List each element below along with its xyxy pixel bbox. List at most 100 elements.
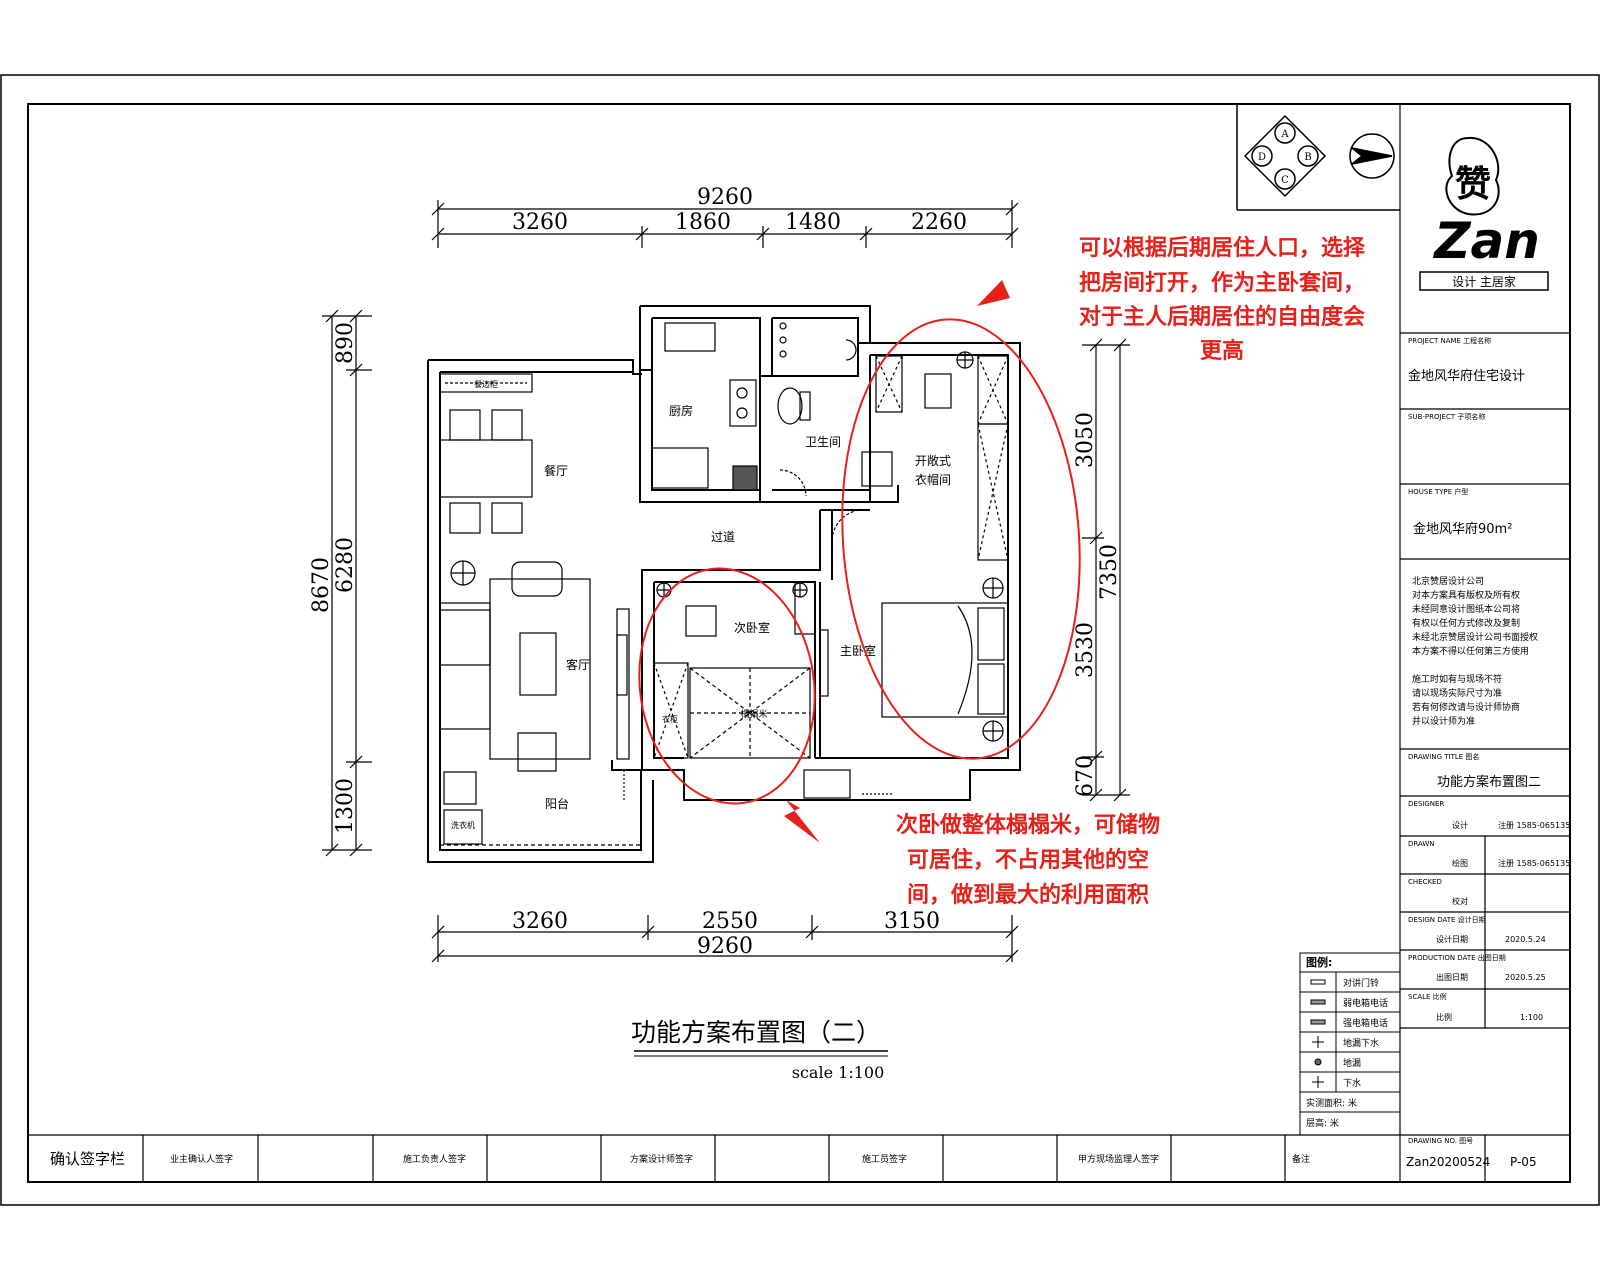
room-corridor: 过道 xyxy=(711,530,735,544)
note-bottom-line3: 间，做到最大的利用面积 xyxy=(907,882,1149,908)
svg-text:地漏下水: 地漏下水 xyxy=(1343,1037,1379,1049)
dim-left-seg-1: 890 xyxy=(333,322,358,364)
svg-text:甲方现场监理人签字: 甲方现场监理人签字 xyxy=(1078,1153,1159,1165)
svg-text:对本方案具有版权及所有权: 对本方案具有版权及所有权 xyxy=(1412,589,1520,601)
svg-text:绘图: 绘图 xyxy=(1452,858,1468,868)
index-compass xyxy=(1236,104,1400,211)
svg-text:地漏: 地漏 xyxy=(1343,1057,1361,1069)
svg-text:北京赞居设计公司: 北京赞居设计公司 xyxy=(1412,575,1484,587)
svg-text:注册 1585-065135: 注册 1585-065135 xyxy=(1498,820,1570,830)
drawing-title: 功能方案布置图（二） scale 1:100 xyxy=(631,1018,888,1082)
note-top-line2: 把房间打开，作为主卧套间， xyxy=(1079,270,1365,296)
svg-text:并以设计师为准: 并以设计师为准 xyxy=(1412,715,1475,727)
furniture xyxy=(439,322,1009,846)
dim-top-seg-3: 1480 xyxy=(785,210,841,235)
logo-subtitle: 设计 主居家 xyxy=(1452,274,1516,289)
drawing-title-name: 功能方案布置图二 xyxy=(1437,774,1541,790)
drawing-title-label: DRAWING TITLE 图名 xyxy=(1408,752,1479,761)
svg-text:2020.5.24: 2020.5.24 xyxy=(1505,935,1546,944)
svg-text:弱电箱电话: 弱电箱电话 xyxy=(1343,997,1388,1009)
signoff-row xyxy=(28,1134,1400,1182)
svg-text:对讲门铃: 对讲门铃 xyxy=(1343,977,1379,989)
svg-text:设计日期: 设计日期 xyxy=(1436,934,1468,944)
svg-text:施工员签字: 施工员签字 xyxy=(862,1153,907,1165)
dim-top-seg-1: 3260 xyxy=(512,210,568,235)
compass-label-d: D xyxy=(1258,152,1266,163)
svg-text:下水: 下水 xyxy=(1343,1077,1361,1089)
svg-text:注册 1585-065135: 注册 1585-065135 xyxy=(1498,858,1570,868)
svg-text:施工时如有与现场不符: 施工时如有与现场不符 xyxy=(1412,673,1502,685)
svg-text:方案设计师签字: 方案设计师签字 xyxy=(630,1153,693,1165)
svg-text:未经北京赞居设计公司书面授权: 未经北京赞居设计公司书面授权 xyxy=(1412,631,1538,643)
company-note: 北京赞居设计公司 对本方案具有版权及所有权 未经同意设计图纸本公司将 有权以任何… xyxy=(1412,575,1538,727)
dim-top-seg-4: 2260 xyxy=(911,210,967,235)
project-label: PROJECT NAME 工程名称 xyxy=(1408,336,1491,345)
svg-text:未经同意设计图纸本公司将: 未经同意设计图纸本公司将 xyxy=(1412,603,1520,615)
house-type-label: HOUSE TYPE 户型 xyxy=(1408,487,1468,496)
page-number: P-05 xyxy=(1510,1155,1537,1169)
dim-right-total: 7350 xyxy=(1097,544,1122,600)
dim-bottom-total: 9260 xyxy=(697,934,753,959)
room-master-bedroom: 主卧室 xyxy=(840,643,876,658)
title-block xyxy=(1399,104,1570,1182)
drawing-no-label: DRAWING NO. 图号 xyxy=(1408,1137,1473,1145)
svg-text:比例: 比例 xyxy=(1436,1012,1452,1022)
svg-text:校对: 校对 xyxy=(1452,896,1468,906)
drawing-scale: scale 1:100 xyxy=(792,1063,885,1082)
drawing-no: Zan20200524 xyxy=(1406,1155,1490,1169)
svg-text:施工负责人签字: 施工负责人签字 xyxy=(403,1153,466,1165)
room-dining: 餐厅 xyxy=(544,463,568,478)
dim-bottom-seg-1: 3260 xyxy=(512,909,568,934)
note-top-line1: 可以根据后期居住人口，选择 xyxy=(1079,235,1366,261)
arrows xyxy=(784,280,1010,843)
house-type: 金地风华府90m² xyxy=(1413,521,1512,537)
room-kitchen: 厨房 xyxy=(669,403,693,418)
inner-sheet-border xyxy=(27,103,1571,1183)
svg-text:若有何修改请与设计师协商: 若有何修改请与设计师协商 xyxy=(1412,701,1520,713)
zan-logo: 赞 Zan 设计 主居家 xyxy=(1419,136,1549,291)
room-living: 客厅 xyxy=(566,657,590,672)
svg-text:实测面积: 米: 实测面积: 米 xyxy=(1306,1097,1357,1109)
compass-label-a: A xyxy=(1280,129,1289,140)
project-name: 金地风华府住宅设计 xyxy=(1408,368,1525,384)
svg-text:SCALE 比例: SCALE 比例 xyxy=(1408,992,1447,1001)
svg-text:有权以任何方式修改及复制: 有权以任何方式修改及复制 xyxy=(1412,617,1520,629)
legend-title: 图例: xyxy=(1306,955,1332,969)
note-top-line4: 更高 xyxy=(1200,338,1244,364)
dim-left-seg-2: 6280 xyxy=(333,537,358,593)
compass-label-c: C xyxy=(1281,175,1289,186)
svg-text:赞: 赞 xyxy=(1455,163,1491,205)
label-tatami: 榻榻米 xyxy=(740,708,767,720)
dim-right-seg-1: 3050 xyxy=(1073,412,1098,468)
svg-text:功能方案布置图（二）: 功能方案布置图（二） xyxy=(631,1018,881,1047)
dim-right-seg-3: 670 xyxy=(1073,755,1098,797)
dim-left-total: 8670 xyxy=(309,557,334,613)
legend xyxy=(1299,952,1401,1136)
label-washer: 洗衣机 xyxy=(451,820,475,830)
subproject-label: SUB-PROJECT 子项名称 xyxy=(1408,412,1485,421)
label-wardrobe: 衣柜 xyxy=(662,714,678,724)
red-markup xyxy=(638,318,1081,805)
dim-bottom-seg-2: 2550 xyxy=(702,909,758,934)
dim-top-seg-2: 1860 xyxy=(675,210,731,235)
note-top-line3: 对于主人后期居住的自由度会 xyxy=(1079,304,1365,330)
signoff-title: 确认签字栏 xyxy=(50,1150,125,1168)
dimension-lines xyxy=(322,200,1130,963)
label-cabinet: 餐边柜 xyxy=(474,379,498,389)
logo-text: Zan xyxy=(1432,212,1540,270)
dim-top-total: 9260 xyxy=(697,185,753,210)
svg-text:设计: 设计 xyxy=(1452,820,1468,830)
svg-text:请以现场实际尺寸为准: 请以现场实际尺寸为准 xyxy=(1412,687,1502,699)
compass-label-b: B xyxy=(1304,152,1311,163)
room-bathroom: 卫生间 xyxy=(805,435,841,449)
dim-bottom-seg-3: 3150 xyxy=(884,909,940,934)
svg-text:PRODUCTION DATE 出图日期: PRODUCTION DATE 出图日期 xyxy=(1408,953,1506,962)
outer-sheet-border xyxy=(0,74,1600,1206)
svg-text:DESIGN DATE 设计日期: DESIGN DATE 设计日期 xyxy=(1408,915,1486,924)
svg-text:DRAWN: DRAWN xyxy=(1408,840,1435,848)
svg-text:出图日期: 出图日期 xyxy=(1436,972,1468,982)
svg-text:2020.5.25: 2020.5.25 xyxy=(1505,973,1546,982)
walls xyxy=(427,305,1021,863)
svg-text:1:100: 1:100 xyxy=(1520,1013,1543,1022)
